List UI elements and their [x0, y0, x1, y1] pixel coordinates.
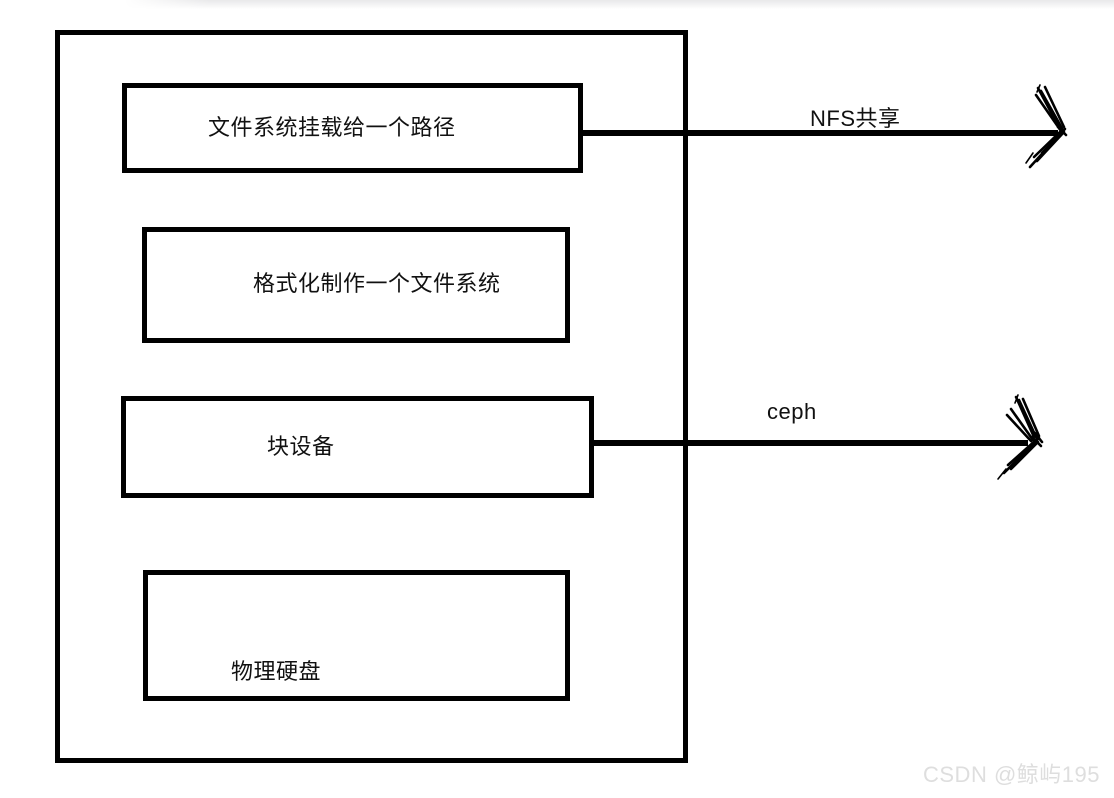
- connector-label-nfs-share: NFS共享: [810, 106, 901, 131]
- connector-label-ceph: ceph: [767, 399, 817, 424]
- storage-node-container: [55, 30, 688, 763]
- layer-box-format-filesystem: [142, 227, 570, 343]
- watermark: CSDN @鲸屿195: [923, 762, 1100, 787]
- layer-label-filesystem-mount: 文件系统挂载给一个路径: [208, 115, 456, 140]
- layer-label-physical-disk: 物理硬盘: [231, 659, 322, 684]
- connector-line-ceph: [594, 440, 1028, 446]
- window-edge-shade-fade: [120, 0, 210, 9]
- layer-label-format-filesystem: 格式化制作一个文件系统: [253, 271, 501, 296]
- connector-line-nfs-share: [583, 130, 1058, 136]
- layer-box-filesystem-mount: [122, 83, 583, 173]
- layer-box-physical-disk: [143, 570, 570, 701]
- layer-label-block-device: 块设备: [267, 434, 335, 459]
- layer-box-block-device: [121, 396, 594, 498]
- window-edge-shade: [120, 0, 1114, 9]
